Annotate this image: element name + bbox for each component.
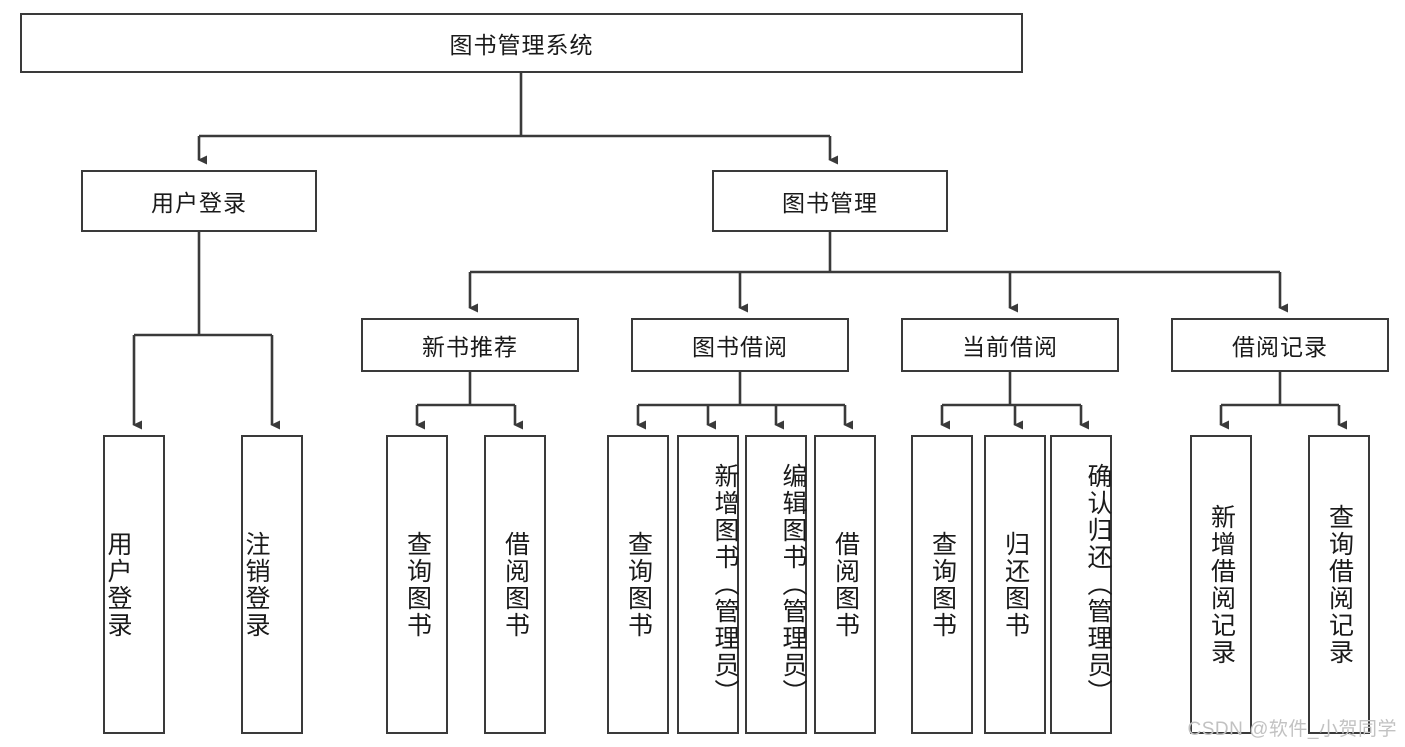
leaf-node: 确认归还（管理员）: [1050, 435, 1112, 734]
node-label: 新增图书（管理员）: [711, 463, 739, 706]
csdn-watermark: CSDN @软件_小贺同学: [1187, 719, 1397, 740]
node-label: 查询图书: [928, 530, 957, 639]
leaf-node: 用户登录: [103, 435, 165, 734]
level3-node: 图书借阅: [631, 318, 849, 372]
node-label: 用户登录: [151, 190, 247, 216]
leaf-node: 借阅图书: [484, 435, 546, 734]
node-label: 注销登录: [242, 530, 270, 639]
leaf-node: 注销登录: [241, 435, 303, 734]
root-node: 图书管理系统: [20, 13, 1023, 73]
node-label: 借阅图书: [501, 530, 530, 639]
leaf-node: 新增图书（管理员）: [677, 435, 739, 734]
node-label: 图书借阅: [692, 334, 788, 360]
node-label: 新增借阅记录: [1207, 503, 1236, 666]
leaf-node: 查询图书: [911, 435, 973, 734]
level2-node: 用户登录: [81, 170, 317, 232]
node-label: 图书管理: [782, 190, 878, 216]
node-label: 借阅图书: [831, 530, 860, 639]
node-label: 编辑图书（管理员）: [779, 463, 807, 706]
leaf-node: 查询借阅记录: [1308, 435, 1370, 734]
node-label: 归还图书: [1001, 530, 1030, 639]
node-label: 新书推荐: [422, 334, 518, 360]
node-label: 借阅记录: [1232, 334, 1328, 360]
level3-node: 新书推荐: [361, 318, 579, 372]
node-label: 用户登录: [104, 530, 132, 639]
leaf-node: 查询图书: [386, 435, 448, 734]
node-label: 查询图书: [403, 530, 432, 639]
node-label: 图书管理系统: [449, 32, 594, 58]
leaf-node: 借阅图书: [814, 435, 876, 734]
leaf-node: 查询图书: [607, 435, 669, 734]
level3-node: 借阅记录: [1171, 318, 1389, 372]
level2-node: 图书管理: [712, 170, 948, 232]
node-label: 当前借阅: [962, 334, 1058, 360]
leaf-node: 新增借阅记录: [1190, 435, 1252, 734]
level3-node: 当前借阅: [901, 318, 1119, 372]
leaf-node: 归还图书: [984, 435, 1046, 734]
node-label: 查询借阅记录: [1325, 503, 1354, 666]
node-label: 查询图书: [624, 530, 653, 639]
node-label: 确认归还（管理员）: [1084, 463, 1112, 706]
leaf-node: 编辑图书（管理员）: [745, 435, 807, 734]
